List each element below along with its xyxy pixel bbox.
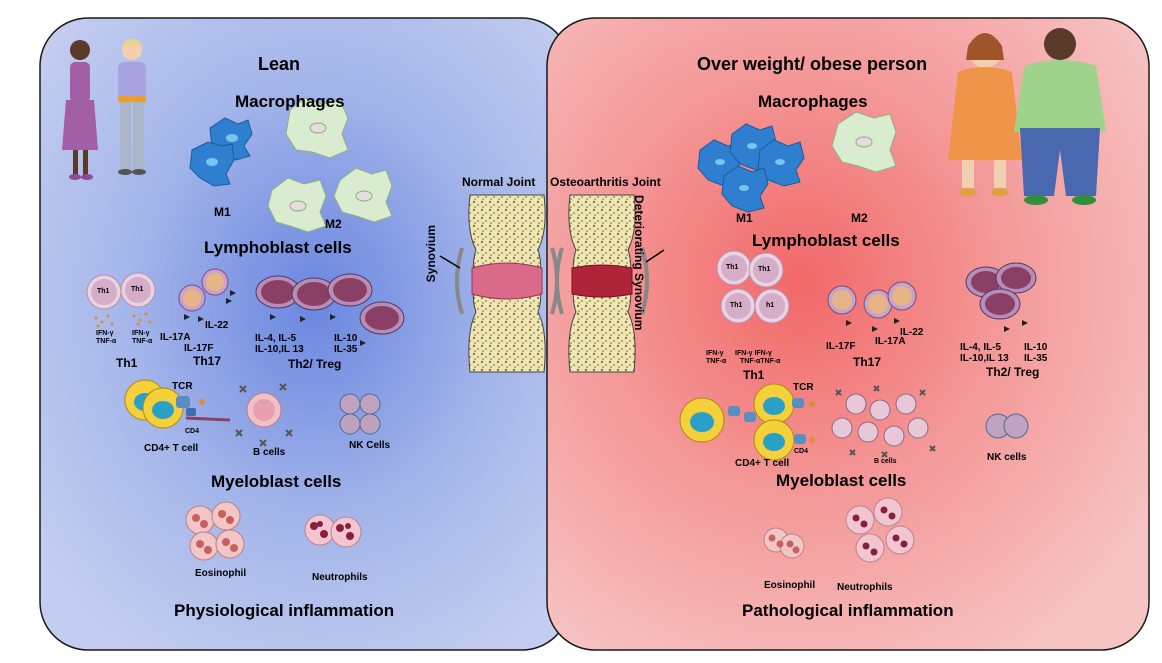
obese-footer: Pathological inflammation: [742, 601, 954, 620]
lean-m1-macrophages: [189, 117, 253, 187]
obese-th2-il10-il13: IL-10,IL 13: [960, 353, 1009, 364]
obese-th17-il17a: IL-17A: [875, 336, 906, 347]
lean-eosinophils: [185, 501, 245, 561]
lean-nk-cells: [339, 393, 381, 435]
obese-neutrophils: [845, 497, 915, 563]
obese-th1-cytokine-tnf: TNF-α: [706, 358, 727, 365]
obese-nk-label: NK cells: [987, 452, 1027, 463]
synovium-label: Synovium: [424, 225, 438, 283]
obese-th17-group-label: Th17: [853, 355, 882, 369]
lean-th17-cells: [178, 268, 236, 322]
normal-joint: [439, 194, 559, 373]
osteoarthritis-joint-label: Osteoarthritis Joint: [550, 175, 661, 189]
lean-th1-cytokine-ifn-b: IFN-γ: [132, 330, 150, 337]
normal-joint-label: Normal Joint: [462, 175, 536, 189]
lean-m2-label: M2: [325, 217, 342, 231]
obese-m1-macrophages: [697, 123, 805, 213]
lean-cd4-tcell-label: CD4+ T cell: [144, 443, 199, 454]
obese-th2-treg-cells: [965, 262, 1037, 332]
lean-lymphoblast-heading: Lymphoblast cells: [204, 238, 352, 257]
lean-nk-label: NK Cells: [349, 440, 391, 451]
obese-th1-cells: [716, 250, 790, 342]
lean-b-cells: [235, 383, 293, 447]
obese-lymphoblast-heading: Lymphoblast cells: [752, 231, 900, 250]
obese-th2-group-label: Th2/ Treg: [986, 365, 1040, 379]
obese-woman-figure: [948, 33, 1022, 196]
obese-m2-macrophages: [831, 111, 897, 173]
lean-woman-figure: [62, 40, 98, 180]
obese-th17-cells: [827, 281, 917, 332]
lean-th2-treg-cells: [255, 273, 405, 346]
obese-cd4-tcells: [679, 383, 815, 461]
lean-th17-il17a: IL-17A: [160, 332, 191, 343]
lean-footer: Physiological inflammation: [174, 601, 395, 620]
obese-title: Over weight/ obese person: [697, 54, 928, 74]
lean-th1-cytokine-tnf-a: TNF-α: [96, 338, 117, 345]
obese-th1-group-label: Th1: [743, 368, 765, 382]
obese-th1-cytokine-ifn: IFN-γ: [706, 350, 724, 357]
lean-m1-label: M1: [214, 205, 231, 219]
lean-cd4-label: CD4: [185, 428, 200, 435]
obese-th2-il35: IL-35: [1024, 353, 1048, 364]
obese-cd4-label: CD4: [794, 448, 809, 455]
lean-th2-il4-il5: IL-4, IL-5: [255, 333, 297, 344]
obese-man-figure: [1014, 28, 1106, 205]
lean-th1-cytokine-tnf-b: TNF-α: [132, 338, 153, 345]
obese-th2-il10: IL-10: [1024, 342, 1048, 353]
lean-man-figure: [118, 39, 146, 175]
lean-th1-cell-label-b: Th1: [131, 286, 144, 293]
lean-neutrophils: [304, 514, 362, 548]
deteriorating-synovium-label: Deteriorating Synovium: [632, 195, 646, 331]
lean-bcells-label: B cells: [253, 447, 286, 458]
lean-th1-cell-label-a: Th1: [97, 288, 110, 295]
lean-m2-macrophages: [267, 97, 393, 233]
obese-th1-cytokine-tnf-pair: TNF-αTNF-α: [740, 358, 781, 365]
obese-th1-cell-label-a: Th1: [726, 264, 739, 271]
lean-cd4-tcells: [124, 379, 231, 429]
obese-eosinophils: [763, 527, 805, 559]
obese-m1-label: M1: [736, 211, 753, 225]
obese-th2-il4-il5: IL-4, IL-5: [960, 342, 1002, 353]
lean-th17-group-label: Th17: [193, 354, 222, 368]
lean-th1-cytokine-ifn-a: IFN-γ: [96, 330, 114, 337]
obese-tcr-label: TCR: [793, 382, 814, 393]
lean-title: Lean: [258, 54, 301, 74]
lean-tcr-label: TCR: [172, 381, 193, 392]
obese-neutrophils-label: Neutrophils: [837, 582, 893, 593]
lean-th1-group-label: Th1: [116, 356, 138, 370]
obese-th17-il17f: IL-17F: [826, 341, 856, 352]
obese-nk-cells: [985, 413, 1029, 439]
osteoarthritis-joint: [555, 194, 665, 373]
obese-macrophages-heading: Macrophages: [758, 92, 868, 111]
obese-bcells-label: B cells: [874, 458, 897, 465]
obese-antibodies: [835, 385, 936, 458]
obese-th17-il22: IL-22: [900, 327, 924, 338]
lean-th17-il17f: IL-17F: [184, 343, 214, 354]
obese-th1-cell-label-d: h1: [766, 302, 775, 309]
obese-eosinophil-label: Eosinophil: [764, 580, 816, 591]
obese-myeloblast-heading: Myeloblast cells: [776, 471, 907, 490]
lean-th2-group-label: Th2/ Treg: [288, 357, 342, 371]
lean-th1-cells: [86, 272, 156, 328]
obese-cd4-tcell-label: CD4+ T cell: [735, 458, 790, 469]
lean-macrophages-heading: Macrophages: [235, 92, 345, 111]
lean-th2-il10-il13: IL-10,IL 13: [255, 344, 304, 355]
obese-b-cells: [831, 393, 929, 447]
obese-th1-cell-label-c: Th1: [730, 302, 743, 309]
obese-th1-cytokine-ifn-pair: IFN-γ IFN-γ: [735, 350, 772, 357]
obese-m2-label: M2: [851, 211, 868, 225]
lean-neutrophils-label: Neutrophils: [312, 572, 368, 583]
lean-myeloblast-heading: Myeloblast cells: [211, 472, 342, 491]
lean-th2-il10: IL-10: [334, 333, 358, 344]
lean-th17-il22: IL-22: [205, 320, 229, 331]
lean-eosinophil-label: Eosinophil: [195, 568, 247, 579]
lean-th2-il35: IL-35: [334, 344, 358, 355]
obese-th1-cell-label-b: Th1: [758, 266, 771, 273]
